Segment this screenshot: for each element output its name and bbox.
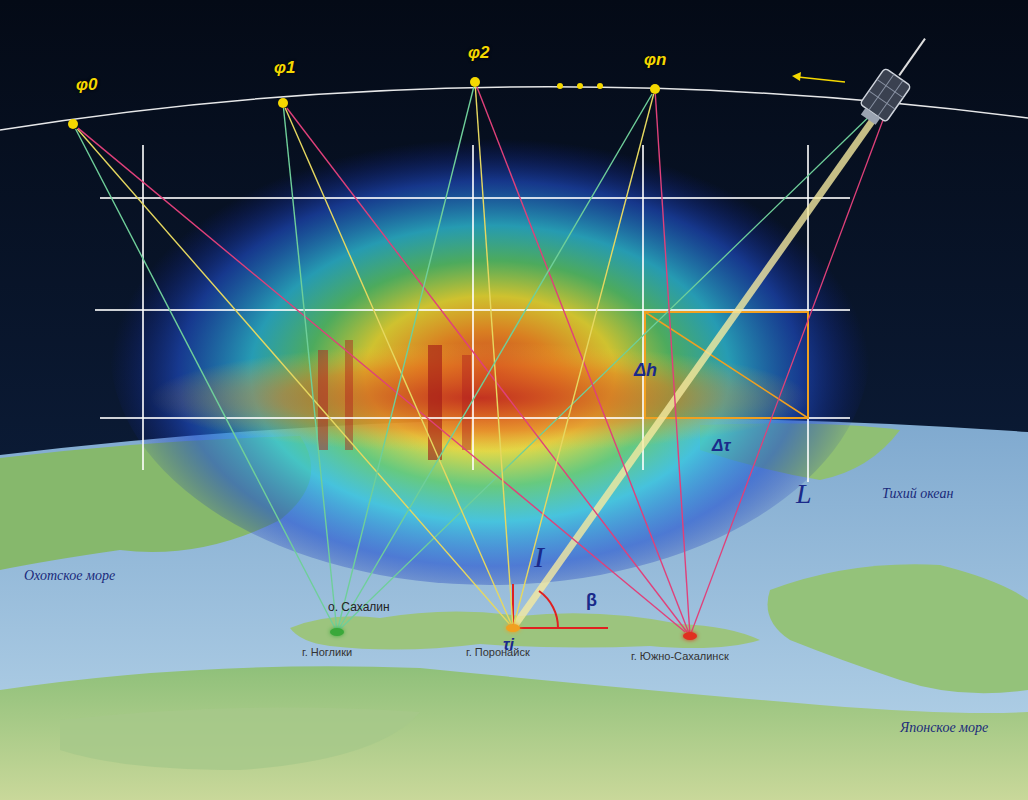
- angle-label: β: [586, 590, 597, 611]
- station-symbol: τi: [503, 636, 514, 654]
- dimension-label: Δh: [634, 360, 657, 381]
- dimension-label: Δτ: [712, 436, 730, 456]
- city-label: г. Поронайск: [466, 646, 530, 658]
- ocean-label: Тихий океан: [882, 486, 953, 502]
- orbit-point: φ0: [68, 119, 78, 129]
- sounding-ray: [475, 87, 512, 624]
- station-dot: г. Ноглики: [330, 628, 344, 636]
- sounding-ray: [284, 108, 337, 628]
- orbit-position-label: φn: [644, 50, 666, 70]
- sounding-ray: [287, 108, 687, 632]
- sounding-ray: [339, 94, 652, 628]
- sounding-ray: [338, 87, 474, 628]
- dimension-label: L: [796, 478, 812, 510]
- orbit-point: φ1: [278, 98, 288, 108]
- sea-label: Охотское море: [24, 568, 115, 584]
- sounding-ray: [514, 94, 654, 624]
- beam-label: I: [534, 540, 544, 574]
- orbit-point: φ2: [470, 77, 480, 87]
- sounding-ray: [477, 87, 689, 632]
- orbit-position-label: φ2: [468, 43, 489, 63]
- orbit-point: φn: [650, 84, 660, 94]
- orbit-position-label: φ1: [274, 58, 295, 78]
- sounding-ray: [655, 94, 689, 632]
- station-dot: г. Южно-Сахалинск: [683, 632, 697, 640]
- city-label: г. Ноглики: [302, 646, 352, 658]
- island-label: о. Сахалин: [328, 600, 390, 614]
- orbit-position-label: φ0: [76, 75, 97, 95]
- sounding-ray: [285, 108, 511, 624]
- station-dot: г. Поронайск: [506, 624, 520, 632]
- sea-label: Японское море: [900, 720, 988, 736]
- city-label: г. Южно-Сахалинск: [631, 650, 729, 662]
